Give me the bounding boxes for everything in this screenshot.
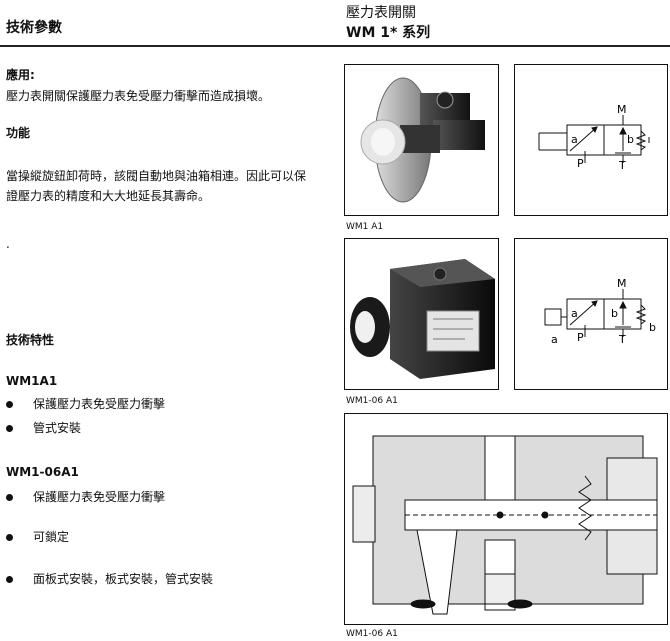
position-b-label: b xyxy=(611,307,618,320)
hydraulic-symbol-wm1a1: M a b P T xyxy=(514,64,668,216)
position-a-label: a xyxy=(571,307,578,320)
function-heading: 功能 xyxy=(6,126,31,140)
list-item: 管式安裝 xyxy=(6,419,81,436)
bullet-icon xyxy=(6,401,13,408)
spring-b-label: b xyxy=(649,321,656,334)
header-divider xyxy=(0,45,670,47)
wm1a1-title: WM1A1 xyxy=(6,374,58,388)
dot-mark: . xyxy=(6,237,10,251)
application-text: 壓力表開關保護壓力表免受壓力衝擊而造成損壞。 xyxy=(6,89,271,103)
photo-wm1a1-caption: WM1 A1 xyxy=(346,222,384,232)
section-drawing-caption: WM1-06 A1 xyxy=(346,629,398,639)
wm106a1-title: WM1-06A1 xyxy=(6,465,79,479)
list-item: 保護壓力表免受壓力衝擊 xyxy=(6,395,165,412)
function-text-line2: 證壓力表的精度和大大地延長其壽命。 xyxy=(6,189,211,203)
section-drawing-wm106a1 xyxy=(344,413,668,625)
list-item: 可鎖定 xyxy=(6,528,69,545)
application-heading: 應用: xyxy=(6,68,35,82)
valve-photo-wm1a1 xyxy=(360,77,485,203)
position-a-label: a xyxy=(571,133,578,146)
photo-wm106a1 xyxy=(344,238,499,390)
bullet-icon xyxy=(6,534,13,541)
list-item: 面板式安裝，板式安裝，管式安裝 xyxy=(6,570,213,587)
product-series: WM 1* 系列 xyxy=(346,25,431,41)
position-b-label: b xyxy=(627,133,634,146)
valve-photo-wm106a1 xyxy=(350,259,495,379)
port-m-label: M xyxy=(617,103,627,116)
photo-wm106a1-caption: WM1-06 A1 xyxy=(346,396,398,406)
photo-wm1a1 xyxy=(344,64,499,216)
page-title: 技術參數 xyxy=(6,20,62,36)
bullet-icon xyxy=(6,425,13,432)
port-p-label: P xyxy=(577,331,584,344)
function-text-line1: 當操縱旋鈕卸荷時，該閥自動地與油箱相連。因此可以保 xyxy=(6,169,307,183)
hydraulic-symbol-wm106a1: M a b P T a b xyxy=(514,238,668,390)
product-title: 壓力表開關 xyxy=(346,5,416,21)
bullet-icon xyxy=(6,576,13,583)
features-heading: 技術特性 xyxy=(6,333,55,347)
bullet-icon xyxy=(6,494,13,501)
port-p-label: P xyxy=(577,157,584,170)
port-m-label: M xyxy=(617,277,627,290)
port-t-label: T xyxy=(618,333,626,346)
actuator-a-label: a xyxy=(551,333,558,346)
port-t-label: T xyxy=(618,159,626,172)
list-item: 保護壓力表免受壓力衝擊 xyxy=(6,488,165,505)
